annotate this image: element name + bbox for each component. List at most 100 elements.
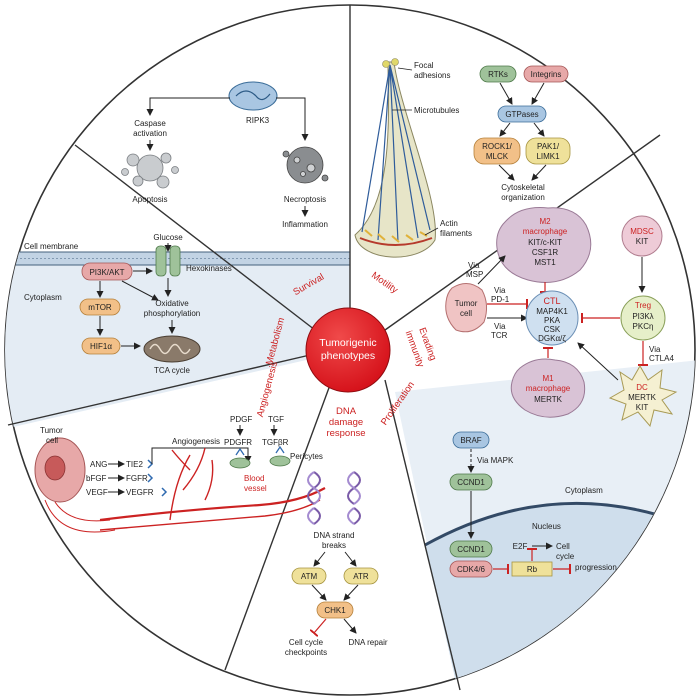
cell-shape-icon [354, 58, 436, 258]
svg-text:Integrins: Integrins [531, 70, 562, 79]
svg-text:M1: M1 [542, 374, 554, 383]
svg-text:M2: M2 [539, 217, 551, 226]
svg-text:TGF: TGF [268, 415, 284, 424]
svg-text:TGFβR: TGFβR [262, 438, 289, 447]
pak1-node [525, 137, 571, 165]
svg-text:macrophage: macrophage [526, 384, 571, 393]
svg-text:VEGFR: VEGFR [126, 488, 154, 497]
m1-macrophage-cell [510, 358, 586, 418]
svg-text:LIMK1: LIMK1 [536, 152, 560, 161]
integrins-node [523, 65, 569, 83]
progression-label-2: cycle [556, 552, 575, 561]
svg-text:MSP: MSP [466, 270, 483, 279]
cytoskeletal-label-1: Cytoskeletal [501, 183, 545, 192]
survival-section: RIPK3 Caspase activation Apoptosis Necro… [121, 81, 329, 229]
svg-text:CSK: CSK [544, 325, 561, 334]
nucleus-region [425, 503, 695, 695]
svg-text:Tumor: Tumor [455, 299, 478, 308]
hif1a-node [81, 337, 121, 355]
dna-helix-icon-right [347, 471, 361, 525]
focal-adhesions-label-1: Focal [414, 61, 434, 70]
svg-text:PAK1/: PAK1/ [537, 142, 560, 151]
oxidative-label-1: Oxidative [155, 299, 189, 308]
svg-text:PI3Kλ: PI3Kλ [632, 312, 653, 321]
cdk46-node [449, 560, 493, 578]
svg-text:CTLA4: CTLA4 [649, 354, 674, 363]
tca-cycle-label: TCA cycle [154, 366, 191, 375]
ctl-cell [525, 290, 579, 346]
svg-text:FGFR: FGFR [126, 474, 148, 483]
nucleus-label: Nucleus [532, 522, 561, 531]
atm-node [291, 567, 327, 585]
svg-text:MDSC: MDSC [630, 227, 654, 236]
svg-text:cell: cell [460, 309, 472, 318]
blood-vessel [99, 487, 326, 522]
braf-node [452, 431, 490, 449]
glucose-label: Glucose [153, 233, 183, 242]
svg-text:TCR: TCR [491, 331, 508, 340]
svg-text:MST1: MST1 [534, 258, 556, 267]
svg-text:CDK4/6: CDK4/6 [457, 565, 486, 574]
proliferation-cytoplasm-label: Cytoplasm [565, 486, 603, 495]
center-label-1: Tumorigenic [319, 337, 376, 349]
progression-label-3: progression [575, 563, 617, 572]
microtubules-label: Microtubules [414, 106, 459, 115]
rtks-node [479, 65, 517, 83]
via-mapk-label: Via MAPK [477, 456, 514, 465]
angiogenesis-label: Angiogenesis [172, 437, 220, 446]
svg-text:RTKs: RTKs [488, 70, 508, 79]
tumor-cell-angio-label-1: Tumor [40, 426, 63, 435]
atr-node [343, 567, 379, 585]
svg-text:PDGF: PDGF [230, 415, 252, 424]
e2f-label: E2F [513, 542, 528, 551]
svg-text:PDGFR: PDGFR [224, 438, 252, 447]
svg-text:BRAF: BRAF [460, 436, 481, 445]
inflammation-label: Inflammation [282, 220, 328, 229]
svg-text:Treg: Treg [635, 301, 651, 310]
dna-damage-section: DNA strand breaks ATM ATR CHK1 Cell cycl… [285, 471, 388, 657]
necroptosis-cell-icon [282, 146, 329, 184]
svg-text:GTPases: GTPases [505, 110, 538, 119]
svg-text:VEGF: VEGF [86, 488, 108, 497]
center-label-2: phenotypes [321, 350, 375, 362]
svg-text:KIT: KIT [636, 237, 649, 246]
svg-text:Via: Via [494, 322, 506, 331]
svg-text:Via: Via [468, 261, 480, 270]
evading-immunity-section: M2 macrophage KIT/c-KIT CSF1R MST1 MDSC … [445, 207, 678, 428]
caspase-label-2: activation [133, 129, 167, 138]
svg-text:ANG: ANG [90, 460, 107, 469]
dna-repair-label: DNA repair [348, 638, 387, 647]
section-dna-1: DNA [336, 406, 357, 417]
svg-text:CSF1R: CSF1R [532, 248, 558, 257]
chk1-node [316, 601, 354, 619]
svg-text:DGKα/ζ: DGKα/ζ [538, 334, 566, 343]
dna-breaks-label-2: breaks [322, 541, 346, 550]
svg-text:HIF1α: HIF1α [90, 342, 112, 351]
caspase-label-1: Caspase [134, 119, 166, 128]
ccnd1-node [449, 540, 493, 558]
cytoplasm-label: Cytoplasm [24, 293, 62, 302]
checkpoints-label-2: checkpoints [285, 648, 327, 657]
svg-text:TIE2: TIE2 [126, 460, 143, 469]
svg-text:Via: Via [649, 345, 661, 354]
checkpoints-label-1: Cell cycle [289, 638, 324, 647]
hexokinases-label: Hexokinases [186, 264, 232, 273]
svg-text:macrophage: macrophage [523, 227, 568, 236]
svg-text:PKA: PKA [544, 316, 561, 325]
necroptosis-label: Necroptosis [284, 195, 326, 204]
sector-dividers [7, 5, 661, 691]
gtpases-node [497, 105, 547, 123]
svg-text:bFGF: bFGF [86, 474, 107, 483]
svg-text:mTOR: mTOR [88, 303, 112, 312]
blood-vessel-label-2: vessel [244, 484, 267, 493]
pericytes-label: Pericytes [290, 452, 323, 461]
svg-text:CHK1: CHK1 [324, 606, 346, 615]
angiogenesis-section: Tumor cell ANG bFGF VEGF TIE2 FGFR VEGFR… [34, 415, 326, 533]
svg-text:CCND1: CCND1 [457, 478, 485, 487]
svg-text:CCND1: CCND1 [457, 545, 485, 554]
svg-text:MERTK: MERTK [628, 393, 657, 402]
apoptosis-cell-icon [121, 152, 179, 189]
m2-macrophage-cell [496, 207, 592, 283]
ripk3-node [228, 81, 278, 111]
